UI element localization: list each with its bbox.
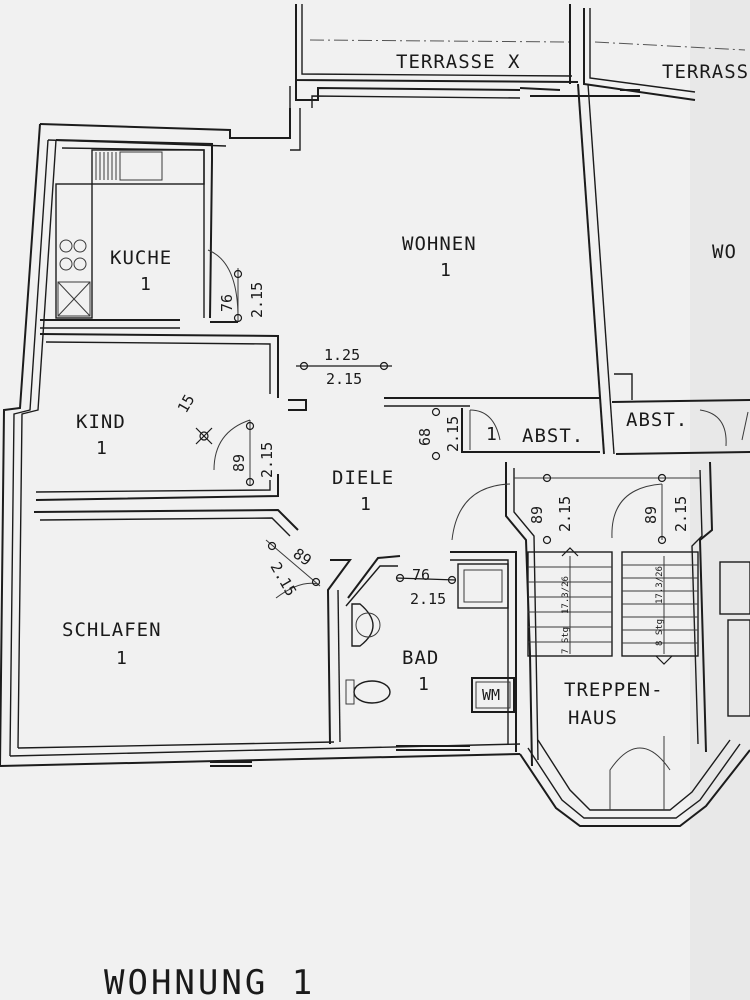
kueche-label: KUCHE (110, 247, 172, 269)
kueche-room (40, 139, 238, 329)
terrasse-right-label: TERRASSE (662, 61, 750, 83)
outer-walls (0, 80, 640, 767)
abst-left-label: ABST. (522, 425, 584, 447)
diele-number: 1 (360, 494, 371, 515)
stair-door2-height: 2.15 (672, 496, 690, 532)
kind-mark: 15 (174, 391, 199, 416)
stair-door2-width: 89 (642, 506, 660, 524)
kueche-door-width: 76 (218, 294, 236, 312)
wohnen-right-label: WO (712, 241, 737, 263)
bad-label: BAD (402, 647, 439, 669)
abst-door-height: 2.15 (444, 416, 462, 452)
wm-label: WM (482, 686, 500, 704)
stair-left-steps: 7 Stg (561, 627, 571, 654)
bad-door-width: 76 (412, 566, 430, 584)
abst-door-width: 68 (416, 428, 434, 446)
opening-height: 2.15 (326, 370, 362, 388)
kind-room (35, 333, 307, 501)
stair-door1-height: 2.15 (556, 496, 574, 532)
bad-door-height: 2.15 (410, 590, 446, 608)
kueche-door-height: 2.15 (248, 282, 266, 318)
opening-width: 1.25 (324, 346, 360, 364)
schlafen-room (33, 508, 352, 745)
wohnen-label: WOHNEN (402, 233, 477, 255)
stair-door1-width: 89 (528, 506, 546, 524)
schlafen-number: 1 (116, 648, 127, 669)
kind-label: KIND (76, 411, 126, 433)
stair-right-ratio: 17.3/26 (655, 566, 665, 604)
treppenhaus-label-1: TREPPEN- (564, 679, 664, 701)
abst-rooms (384, 83, 750, 455)
abst-left-number: 1 (486, 424, 497, 445)
terrasse-left-label: TERRASSE X (396, 51, 520, 73)
treppenhaus-label-2: HAUS (568, 707, 618, 729)
treppenhaus (505, 461, 750, 827)
wohnen-number: 1 (440, 260, 451, 281)
kueche-number: 1 (140, 274, 151, 295)
stair-right-steps: 8 Stg (655, 619, 665, 646)
bad-number: 1 (418, 674, 429, 695)
dimension-markers (195, 269, 667, 587)
bad-room (345, 551, 517, 752)
plan-title: WOHNUNG 1 (104, 963, 315, 1000)
stair-left-ratio: 17.3/26 (561, 576, 571, 614)
paper-shadow (690, 0, 750, 1000)
kind-door-height: 2.15 (258, 442, 276, 478)
kind-number: 1 (96, 438, 107, 459)
kind-door-width: 89 (230, 454, 248, 472)
terrasse-right (569, 4, 746, 101)
abst-right-label: ABST. (626, 409, 688, 431)
diele-label: DIELE (332, 467, 394, 489)
schlafen-door-width: 89 (290, 545, 315, 570)
schlafen-label: SCHLAFEN (62, 619, 162, 641)
